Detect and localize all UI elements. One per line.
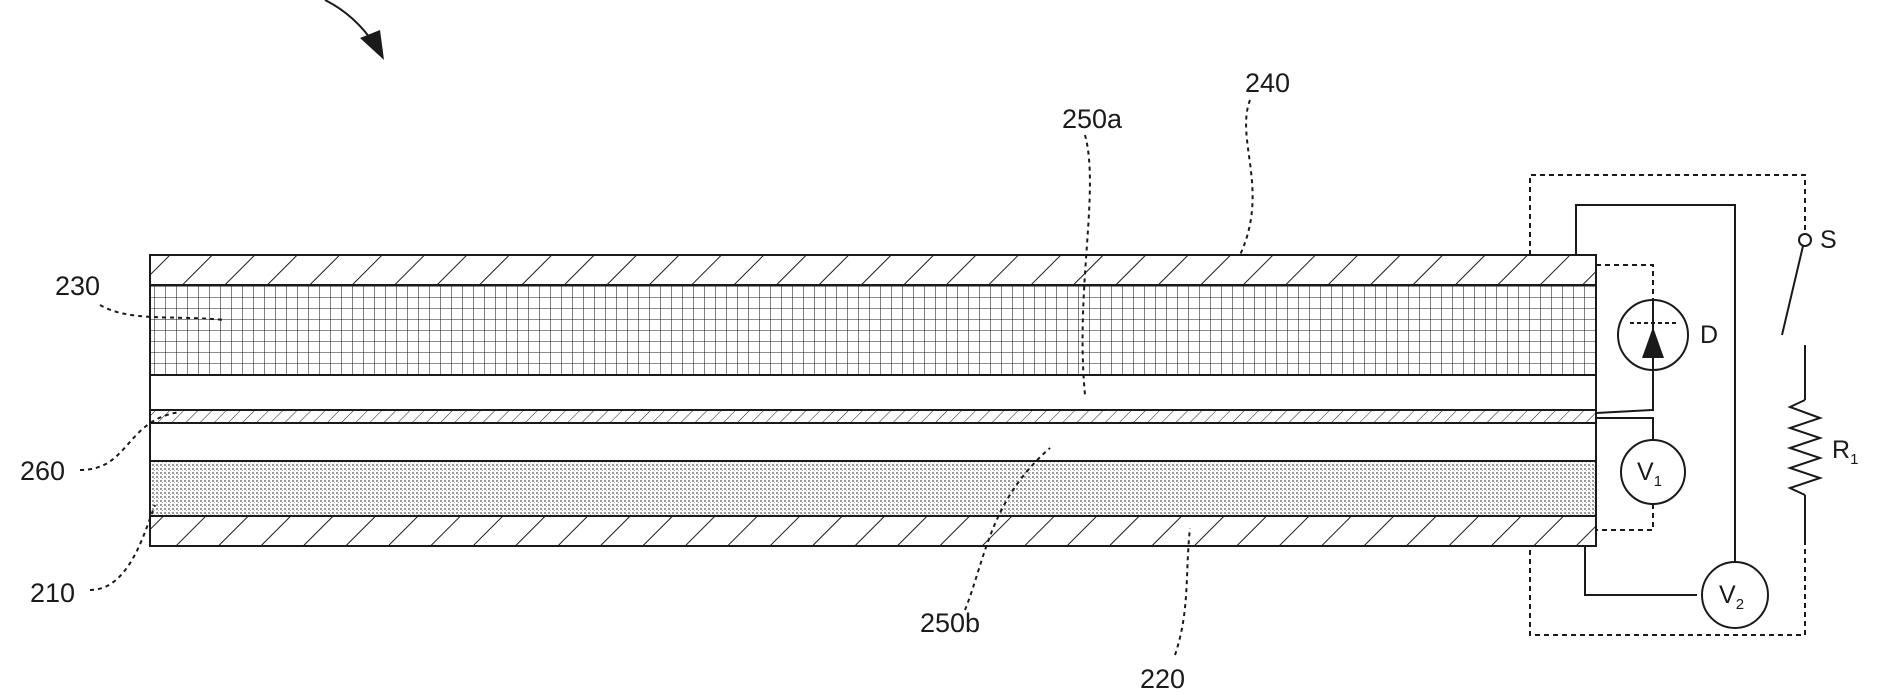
layer-260 bbox=[150, 410, 1596, 423]
leader-240 bbox=[1240, 100, 1253, 255]
label-switch: S bbox=[1820, 226, 1837, 254]
switch-contact bbox=[1799, 234, 1811, 246]
leader-210 bbox=[90, 505, 155, 590]
label-240: 240 bbox=[1245, 68, 1290, 98]
label-220: 220 bbox=[1140, 664, 1185, 694]
resistor-zigzag bbox=[1790, 400, 1820, 495]
label-diode: D bbox=[1700, 321, 1718, 349]
leader-220 bbox=[1175, 528, 1190, 655]
label-230: 230 bbox=[55, 271, 100, 301]
layer-250a bbox=[150, 375, 1596, 410]
layer-240 bbox=[150, 255, 1596, 285]
layer-230 bbox=[150, 285, 1596, 375]
wire-v2-loop bbox=[1576, 205, 1735, 595]
layer-220 bbox=[150, 516, 1596, 546]
label-250a: 250a bbox=[1062, 104, 1123, 134]
wire-v1-bottom bbox=[1596, 504, 1653, 530]
label-260: 260 bbox=[20, 456, 65, 486]
wire-v1-top bbox=[1596, 418, 1653, 440]
layer-250b bbox=[150, 423, 1596, 461]
layer-stack bbox=[150, 255, 1596, 546]
label-250b: 250b bbox=[920, 608, 980, 638]
switch-lever bbox=[1782, 246, 1803, 335]
layer-210 bbox=[150, 461, 1596, 516]
label-210: 210 bbox=[30, 578, 75, 608]
circuit-labels: D S R1 V1 V2 bbox=[1637, 226, 1858, 613]
wire-diode-bottom bbox=[1596, 370, 1653, 413]
diode bbox=[1618, 300, 1688, 370]
figure-pointer-arrow bbox=[325, 0, 384, 60]
wire-diode-top bbox=[1596, 265, 1653, 300]
label-resistor: R1 bbox=[1832, 436, 1858, 468]
